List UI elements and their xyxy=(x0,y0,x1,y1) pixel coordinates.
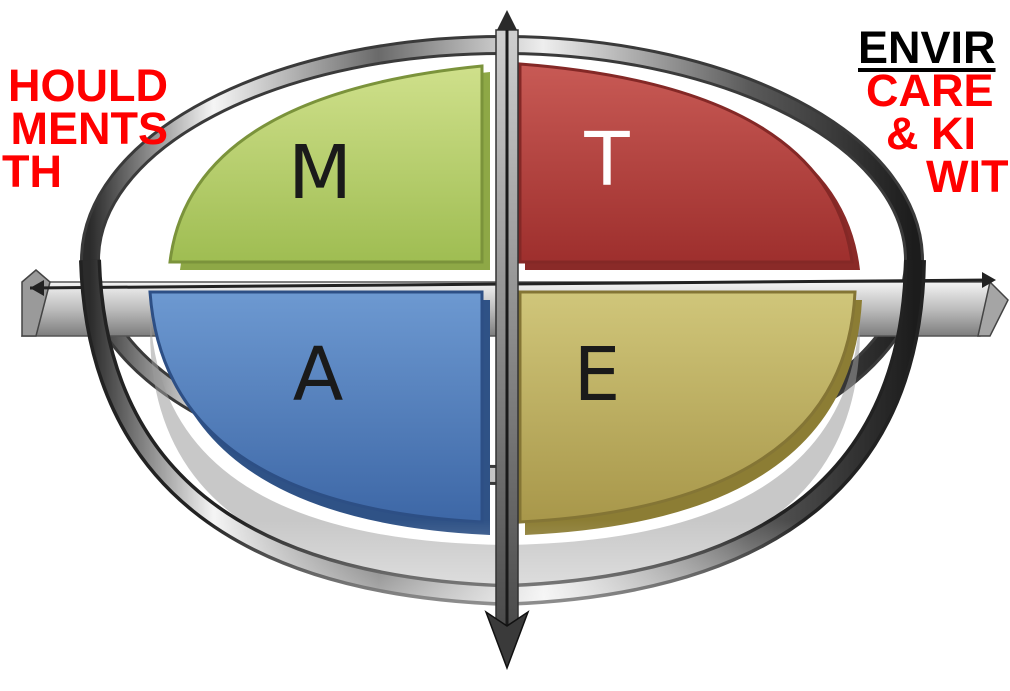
quadrant-m-letter: M xyxy=(288,130,352,216)
quadrant-t-letter: T xyxy=(583,117,630,203)
quadrant-t: T xyxy=(520,64,860,270)
right-caption-line-2: & KI xyxy=(886,112,1008,155)
quadrant-a-letter: A xyxy=(293,332,344,418)
right-caption-line-3: WIT xyxy=(926,155,1008,198)
right-caption: ENVIR CARE & KI WIT xyxy=(858,26,1008,198)
right-caption-line-1: CARE xyxy=(866,69,1008,112)
left-caption-line-3: TH xyxy=(0,150,180,193)
right-caption-heading: ENVIR xyxy=(858,26,1008,69)
quadrant-e-letter: E xyxy=(574,332,621,418)
left-caption: HOULD MENTS TH xyxy=(0,64,180,193)
left-caption-line-2: MENTS xyxy=(0,107,168,150)
left-caption-line-1: HOULD xyxy=(0,64,168,107)
